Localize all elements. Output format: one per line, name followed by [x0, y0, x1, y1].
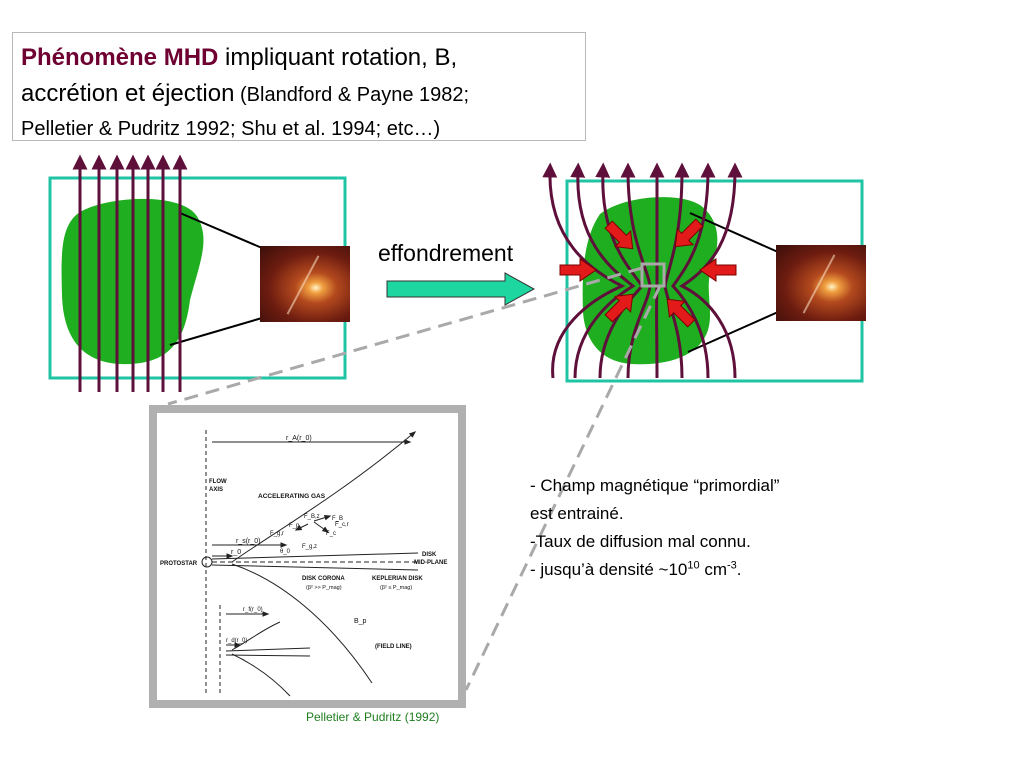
label-bp: B_p: [354, 618, 367, 625]
label-fgz: F_g,z: [302, 544, 317, 550]
label-rs: r_s(r_0): [236, 538, 261, 545]
label-keplerian: KEPLERIAN DISK: [372, 576, 423, 582]
density-unit-exponent: -3: [727, 559, 737, 572]
density-end: .: [736, 560, 742, 579]
force-arrow-right: [699, 258, 737, 282]
label-fgr: F_g,r: [270, 531, 284, 537]
title-mhd: Phénomène MHD: [21, 44, 219, 71]
dashed-zoom-line-bottom: [464, 285, 662, 691]
disk-surface-line: [211, 552, 419, 560]
label-flow-axis-1: FLOW: [209, 479, 227, 485]
label-ra: r_A(r_0): [286, 435, 312, 442]
label-fb: F_B: [332, 516, 343, 522]
inset-disk: [225, 647, 311, 652]
bullet-line-3: -Taux de diffusion mal connu.: [530, 532, 751, 551]
inset-field-line2: [231, 653, 291, 697]
label-corona: DISK CORONA: [302, 576, 345, 582]
figure-drawing: [201, 430, 419, 697]
title-box: Phénomène MHD impliquant rotation, B, ac…: [12, 32, 586, 141]
bullet-line-1: - Champ magnétique “primordial”: [530, 476, 780, 495]
protostar-image-left: [260, 246, 350, 322]
label-fp: F_p: [289, 523, 300, 529]
label-theta: θ_0: [280, 549, 291, 555]
density-text: - jusqu’à densité ~10: [530, 560, 688, 579]
label-fbz: F_B,z: [304, 514, 320, 520]
label-fcr: F_c,r: [335, 522, 349, 528]
left-field-lines: [72, 154, 188, 392]
protostar-circle: [201, 556, 213, 568]
field-line-main: [231, 431, 417, 563]
field-line: [542, 162, 626, 379]
collapse-arrow: [386, 272, 536, 306]
field-line: [678, 162, 743, 379]
title-refs1: (Blandford & Payne 1982;: [234, 84, 470, 106]
bullet-line-2: est entrainé.: [530, 504, 624, 523]
zoom-square: [640, 262, 666, 288]
label-rf: r_f(r_0): [243, 607, 263, 613]
inset-field-line: [231, 621, 281, 651]
force-arrows: [559, 218, 737, 328]
label-fc: F_c: [326, 531, 336, 537]
left-connector-bottom: [169, 317, 263, 346]
title-refs2: Pelletier & Pudritz 1992; Shu et al. 199…: [21, 118, 441, 140]
density-exponent: 10: [687, 559, 700, 572]
force-arrow-left: [559, 258, 597, 282]
field-line-lower: [231, 563, 373, 684]
force-fb: [313, 514, 332, 522]
label-disk: DISK: [422, 552, 437, 558]
label-accelerating-gas: ACCELERATING GAS: [258, 493, 326, 500]
force-fp: [294, 523, 309, 531]
label-corona-sub: (β² >> P_mag): [306, 585, 342, 591]
dashed-zoom-line-top: [167, 266, 643, 406]
force-arrow-upright: [674, 218, 704, 248]
label-midplane: MID-PLANE: [414, 560, 447, 566]
force-arrow-downright: [666, 298, 696, 328]
label-r0: r_0: [231, 549, 241, 556]
figure-labels: r_A(r_0) FLOW AXIS ACCELERATING GAS F_g,…: [160, 435, 447, 650]
label-rd: r_d(r_0): [226, 638, 247, 644]
density-unit: cm: [699, 560, 727, 579]
label-field-line: (FIELD LINE): [375, 644, 412, 650]
label-flow-axis-2: AXIS: [209, 487, 223, 493]
field-line: [570, 162, 636, 379]
title-part2: accrétion et éjection: [21, 80, 235, 107]
label-keplerian-sub: (β² ≤ P_mag): [380, 585, 412, 591]
inset-disk2: [225, 654, 311, 657]
force-fc: [313, 521, 330, 533]
figure-caption: Pelletier & Pudritz (1992): [306, 710, 440, 724]
title-part1: impliquant rotation, B,: [218, 44, 458, 71]
force-arrow-upleft: [604, 220, 634, 250]
bullet-list: - Champ magnétique “primordial” est entr…: [530, 472, 779, 584]
collapse-label: effondrement: [378, 240, 514, 266]
disk-surface-line2: [211, 564, 419, 571]
left-connector-top: [179, 212, 263, 249]
bullet-line-4: - jusqu’à densité ~1010 cm-3.: [530, 556, 779, 584]
protostar-image-right: [776, 245, 866, 321]
field-line: [671, 162, 716, 379]
label-protostar: PROTOSTAR: [160, 561, 198, 567]
force-arrow-downleft: [604, 293, 634, 323]
